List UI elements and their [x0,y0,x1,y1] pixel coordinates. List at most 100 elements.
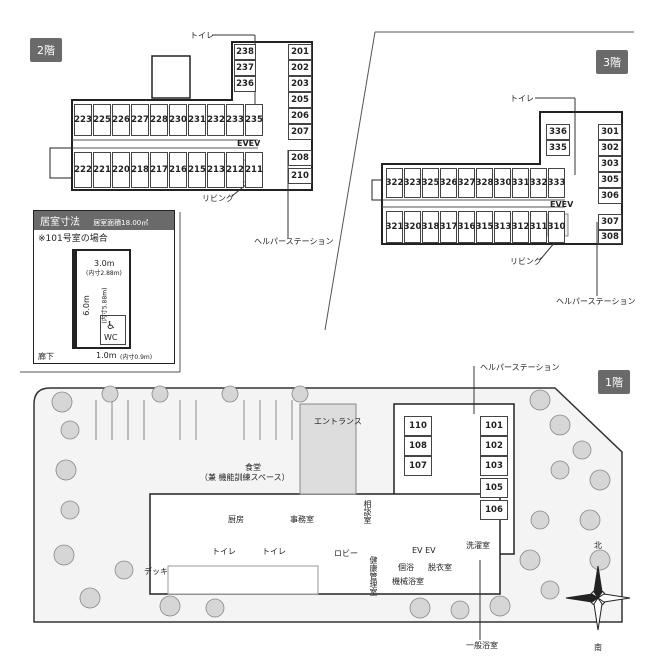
room: 107 [404,456,432,476]
room: 228 [150,104,168,136]
room: 325 [422,168,439,198]
room: 230 [169,104,187,136]
room: 212 [226,152,244,188]
wc-label: WC [104,333,118,342]
room: 221 [93,152,111,188]
consult-label: 相談室 [363,500,372,524]
room: 306 [598,188,622,204]
laundry-label: 洗濯室 [466,541,490,550]
floor-2-toilet-label: トイレ [190,31,214,40]
floor-2-living-label: リビング [202,194,234,203]
room: 101 [480,416,508,436]
room: 206 [288,108,312,124]
room: 328 [476,168,493,198]
floor-3-rooms-bottom: 321 320 318 317 316 315 313 312 311 310 [386,211,565,243]
room: 102 [480,436,508,456]
room: 335 [546,140,570,156]
wc-box [100,315,126,345]
corridor-label: 廊下 [38,352,54,361]
room: 301 [598,124,622,140]
depth-inner: (内寸5.88m) [101,287,109,324]
room: 211 [245,152,263,188]
room-dimension-panel: 居室寸法 居室面積18.00㎡ ※101号室の場合 WC ♿ 3.0m (内寸2… [33,210,175,364]
room: 217 [150,152,168,188]
deck-label: デッキ [144,567,168,576]
machine-bath-label: 機械浴室 [392,577,424,586]
floor-2-ev-label: EVEV [237,139,261,148]
room: 231 [188,104,206,136]
floor-2-rooms-bottom: 222 221 220 218 217 216 215 213 212 211 [74,152,263,188]
dimension-area: 居室面積18.00㎡ [93,219,149,227]
lobby-label: ロビー [334,549,358,558]
room: 336 [546,124,570,140]
south-label: 南 [594,643,602,652]
room: 227 [131,104,149,136]
room: 210 [288,168,312,184]
room: 332 [530,168,547,198]
floor-2-tag: 2階 [30,38,62,62]
room: 320 [404,211,421,243]
room: 205 [288,92,312,108]
room: 220 [112,152,130,188]
office-label: 事務室 [290,515,314,524]
depth-outer: 6.0m [81,295,91,316]
floor-3-helper-label: ヘルパーステーション [556,297,636,306]
width-inner: (内寸2.88m) [86,270,122,277]
room: 238 [234,44,256,60]
room: 302 [598,140,622,156]
entrance-label: エントランス [314,417,362,426]
width-outer: 3.0m [94,259,115,268]
room: 207 [288,124,312,140]
north-label: 北 [594,541,602,550]
changing-room-label: 脱衣室 [428,563,452,572]
room: 310 [548,211,565,243]
room: 226 [112,104,130,136]
helper-station-label: ヘルパーステーション [480,363,560,372]
toilet-left-label: トイレ [212,547,236,556]
door-outer: 1.0m [96,351,117,360]
general-bath-label: 一般浴室 [466,641,498,650]
floor-3-living-label: リビング [510,257,542,266]
room: 232 [207,104,225,136]
private-bath-label: 個浴 [398,563,414,572]
ev-label: EV EV [412,546,436,555]
accessible-icon: ♿ [106,319,116,332]
room: 235 [245,104,263,136]
floor-3-tag: 3階 [596,50,628,74]
room: 312 [512,211,529,243]
floor-3-toilet-label: トイレ [510,94,534,103]
room: 333 [548,168,565,198]
room: 311 [530,211,547,243]
room: 105 [480,478,508,498]
floor-2-rooms-top: 223 225 226 227 228 230 231 232 233 235 [74,104,263,136]
room: 223 [74,104,92,136]
toilet-right-label: トイレ [262,547,286,556]
room: 315 [476,211,493,243]
room: 237 [234,60,256,76]
floor-1-tag: 1階 [598,370,630,394]
room: 330 [494,168,511,198]
room: 318 [422,211,439,243]
room: 305 [598,172,622,188]
room: 203 [288,76,312,92]
room: 307 [598,214,622,230]
room: 216 [169,152,187,188]
dimension-title: 居室寸法 居室面積18.00㎡ [34,211,174,230]
dining-label: 食堂 [245,463,261,472]
room: 327 [458,168,475,198]
room: 308 [598,230,622,244]
room: 321 [386,211,403,243]
room: 326 [440,168,457,198]
room: 323 [404,168,421,198]
room: 218 [131,152,149,188]
room: 331 [512,168,529,198]
dimension-note: ※101号室の場合 [38,234,108,244]
room: 322 [386,168,403,198]
room: 222 [74,152,92,188]
kitchen-label: 厨房 [228,515,244,524]
room: 106 [480,500,508,520]
dimension-title-text: 居室寸法 [40,217,80,228]
room: 110 [404,416,432,436]
room: 313 [494,211,511,243]
room: 215 [188,152,206,188]
